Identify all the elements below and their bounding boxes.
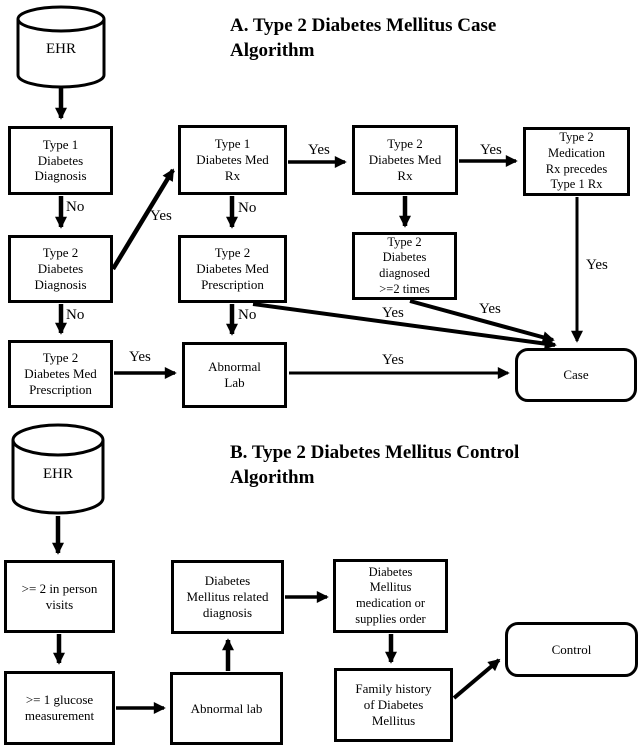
edge-label-prescription-mid-yes: Yes: [382, 305, 404, 321]
edge-label-type1rx-no: No: [238, 200, 257, 216]
node-type2-diabetes-med-rx: Type 2 Diabetes Med Rx: [352, 125, 458, 195]
ehr-label-b: EHR: [43, 466, 73, 482]
database-cylinder-top-icon: [11, 423, 105, 457]
edge-label-type1diag-no: No: [66, 199, 85, 215]
node-family-history-dm: Family history of Diabetes Mellitus: [334, 668, 453, 742]
node-type1-diabetes-diagnosis: Type 1 Diabetes Diagnosis: [8, 126, 113, 195]
database-cylinder-icon: [11, 440, 105, 515]
edge-family-history-to-control: [452, 658, 501, 700]
edge-label-diagnosed-yes: Yes: [479, 301, 501, 317]
node-type2-diabetes-med-prescription-left: Type 2 Diabetes Med Prescription: [8, 340, 113, 408]
ehr-cylinder-b: EHR: [11, 423, 105, 515]
edge-label-type1rx-yes: Yes: [308, 142, 330, 158]
edge-label-type2diag-yes: Yes: [150, 208, 172, 224]
database-cylinder-icon: [16, 19, 106, 89]
diagram-b-title: B. Type 2 Diabetes Mellitus Control Algo…: [230, 442, 520, 489]
edge-diagnosed2times-yes-case: [409, 299, 555, 344]
edge-type2diag-yes-type1medrx: [111, 168, 175, 271]
edge-label-prescription-mid-no: No: [238, 307, 257, 323]
database-cylinder-top-icon: [16, 5, 106, 33]
node-type2-medication-rx-precedes-type1-rx: Type 2 Medication Rx precedes Type 1 Rx: [523, 127, 630, 196]
edge-prescription-mid-yes-case: [252, 302, 557, 350]
node-in-person-visits: >= 2 in person visits: [4, 560, 115, 633]
node-abnormal-lab-a: Abnormal Lab: [182, 342, 287, 408]
node-type1-diabetes-med-rx: Type 1 Diabetes Med Rx: [178, 125, 287, 195]
node-glucose-measurement: >= 1 glucose measurement: [4, 671, 115, 745]
edge-label-type2diag-no: No: [66, 307, 85, 323]
edge-label-precedes-yes: Yes: [586, 257, 608, 273]
node-dm-related-diagnosis: Diabetes Mellitus related diagnosis: [171, 560, 284, 634]
node-case-outcome: Case: [515, 348, 637, 402]
node-control-outcome: Control: [505, 622, 638, 677]
node-type2-diabetes-diagnosis: Type 2 Diabetes Diagnosis: [8, 235, 113, 303]
edge-label-lab-yes: Yes: [382, 352, 404, 368]
edge-label-prescription-left-yes: Yes: [129, 349, 151, 365]
node-dm-medication-supplies-order: Diabetes Mellitus medication or supplies…: [333, 559, 448, 633]
node-type2-diabetes-diagnosed-2times: Type 2 Diabetes diagnosed >=2 times: [352, 232, 457, 300]
ehr-label-a: EHR: [46, 41, 76, 57]
ehr-cylinder-a: EHR: [16, 5, 106, 89]
node-type2-diabetes-med-prescription-mid: Type 2 Diabetes Med Prescription: [178, 235, 287, 303]
edge-label-type2rx-yes: Yes: [480, 142, 502, 158]
node-abnormal-lab-b: Abnormal lab: [170, 672, 283, 745]
diagram-a-title: A. Type 2 Diabetes Mellitus Case Algorit…: [230, 15, 497, 62]
